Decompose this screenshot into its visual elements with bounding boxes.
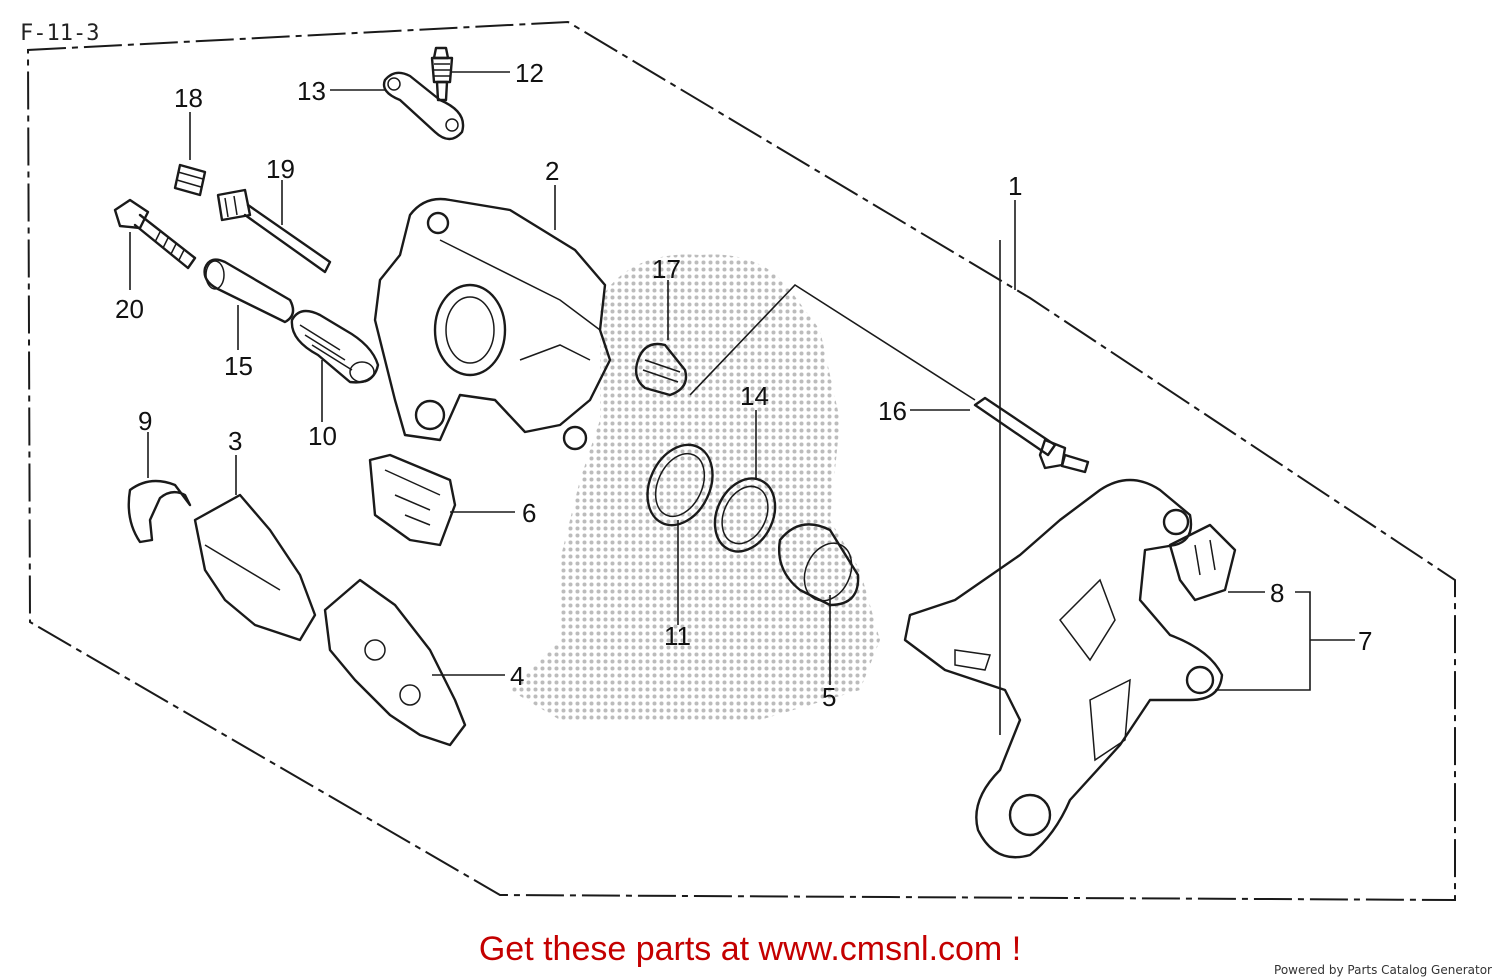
part-bleeder-cap <box>634 342 688 397</box>
part-brake-pad-b <box>323 578 467 747</box>
part-brake-pad-a <box>193 493 317 642</box>
callout-15: 15 <box>224 351 253 381</box>
part-sleeve <box>203 258 295 324</box>
part-pin-bolt <box>113 198 197 270</box>
part-pipe-clamp <box>382 71 465 141</box>
callout-9: 9 <box>138 406 152 436</box>
get-parts-link-text: Get these parts at www.cmsnl.com ! <box>478 930 1022 968</box>
callout-3: 3 <box>228 426 242 456</box>
leader-lines <box>129 71 1355 735</box>
part-piston-seal <box>646 443 714 527</box>
part-bracket-clip <box>1168 523 1237 602</box>
callout-17: 17 <box>652 254 681 284</box>
part-caliper-body <box>373 197 612 451</box>
part-pad-spring <box>127 479 192 544</box>
callout-11: 11 <box>664 621 691 651</box>
callout-14: 14 <box>740 381 769 411</box>
part-pad-clip <box>368 453 457 547</box>
powered-by-credit: Powered by Parts Catalog Generator <box>1274 963 1492 977</box>
watermark-logo <box>510 254 880 720</box>
callout-19: 19 <box>266 154 295 184</box>
callout-18: 18 <box>174 83 203 113</box>
callout-numbers: 1 2 3 4 5 6 7 8 9 10 11 12 13 14 15 16 1… <box>115 58 1372 712</box>
callout-2: 2 <box>545 156 559 186</box>
part-caliper-bracket <box>903 478 1224 859</box>
callout-5: 5 <box>822 682 836 712</box>
callout-4: 4 <box>510 661 524 691</box>
part-piston <box>778 523 860 607</box>
callout-16: 16 <box>878 396 907 426</box>
part-boot <box>290 309 380 384</box>
part-bleeder-bolt <box>430 46 454 102</box>
part-cap <box>173 163 207 197</box>
callout-8: 8 <box>1270 578 1284 608</box>
callout-13: 13 <box>297 76 326 106</box>
part-slide-pin <box>216 188 332 274</box>
callout-7: 7 <box>1358 626 1372 656</box>
part-dust-seal <box>713 477 777 553</box>
callout-12: 12 <box>515 58 544 88</box>
callout-1: 1 <box>1008 171 1022 201</box>
part-bracket-pin <box>973 396 1090 474</box>
callout-20: 20 <box>115 294 144 324</box>
callout-6: 6 <box>522 498 536 528</box>
diagram-code: F-11-3 <box>20 21 99 46</box>
callout-10: 10 <box>308 421 337 451</box>
assembly-frame <box>26 20 1456 902</box>
